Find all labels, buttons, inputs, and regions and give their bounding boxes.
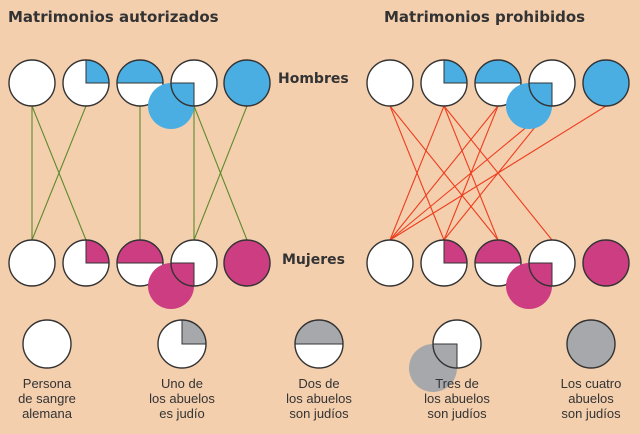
legend-circle xyxy=(294,319,344,369)
legend-caption-line: son judíos xyxy=(289,406,349,421)
legend-caption-line: Persona xyxy=(22,376,72,391)
prohibited-woman-circle xyxy=(366,239,414,287)
legend-circle xyxy=(566,319,616,369)
legend-caption-line: alemana xyxy=(22,406,72,421)
legend-circle xyxy=(409,319,482,392)
legend-caption-3: Tres de los abuelos son judíos xyxy=(397,376,517,421)
authorized-title: Matrimonios autorizados xyxy=(8,8,219,26)
legend-caption-line: son judíos xyxy=(427,406,487,421)
prohibited-man-circle xyxy=(420,59,468,107)
prohibited-woman-circle xyxy=(582,239,630,287)
legend-caption-line: son judíos xyxy=(561,406,621,421)
prohibited-man-circle xyxy=(582,59,630,107)
men-label: Hombres xyxy=(278,71,349,87)
legend-caption-line: los abuelos xyxy=(149,391,215,406)
legend-caption-1: Uno de los abuelos es judío xyxy=(122,376,242,421)
legend-caption-line: Dos de xyxy=(298,376,340,391)
legend-caption-line: abuelos xyxy=(568,391,614,406)
authorized-man-circle xyxy=(62,59,110,107)
prohibited-woman-circle xyxy=(420,239,468,287)
legend-caption-4: Los cuatro abuelos son judíos xyxy=(531,376,640,421)
legend-caption-2: Dos de los abuelos son judíos xyxy=(259,376,379,421)
prohibited-connection-line xyxy=(389,105,499,241)
legend-caption-line: los abuelos xyxy=(286,391,352,406)
prohibited-man-circle xyxy=(506,59,576,129)
legend-caption-line: Uno de xyxy=(161,376,203,391)
prohibited-woman-circle xyxy=(506,239,576,309)
authorized-connection-line xyxy=(31,105,87,241)
legend-caption-line: es judío xyxy=(159,406,205,421)
authorized-woman-circle xyxy=(62,239,110,287)
legend-circle xyxy=(157,319,207,369)
legend-caption-line: los abuelos xyxy=(424,391,490,406)
circles xyxy=(8,59,630,392)
women-label: Mujeres xyxy=(282,252,345,268)
legend-caption-line: Tres de xyxy=(435,376,479,391)
prohibited-man-circle xyxy=(366,59,414,107)
prohibited-connection-line xyxy=(389,105,607,241)
authorized-connection-line xyxy=(193,105,248,241)
authorized-man-circle xyxy=(8,59,56,107)
authorized-woman-circle xyxy=(223,239,271,287)
authorized-woman-circle xyxy=(148,239,218,309)
authorized-woman-circle xyxy=(8,239,56,287)
legend-circle xyxy=(22,319,72,369)
legend-caption-0: Persona de sangre alemana xyxy=(0,376,107,421)
legend-caption-line: Los cuatro xyxy=(560,376,622,391)
authorized-man-circle xyxy=(223,59,271,107)
prohibited-connection-line xyxy=(389,105,445,241)
legend-caption-line: de sangre xyxy=(18,391,76,406)
prohibited-title: Matrimonios prohibidos xyxy=(384,8,586,26)
authorized-man-circle xyxy=(148,59,218,129)
